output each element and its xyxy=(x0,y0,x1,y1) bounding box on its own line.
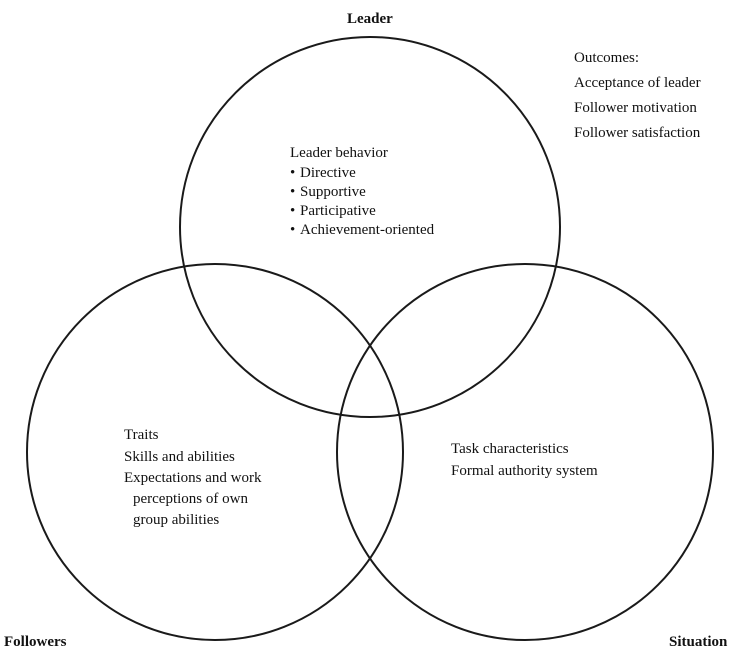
leader-behavior-title: Leader behavior xyxy=(290,145,388,161)
followers-block: Traits Skills and abilities Expectations… xyxy=(124,424,261,531)
follower-expectations-cont: group abilities xyxy=(133,512,220,528)
bullet-icon: • xyxy=(290,165,296,181)
situation-label: Situation xyxy=(669,634,728,650)
leader-behavior-list: •Directive •Supportive •Participative •A… xyxy=(290,164,434,240)
leader-behavior-block: Leader behavior •Directive •Supportive •… xyxy=(290,142,434,240)
list-item: •Directive xyxy=(290,164,434,183)
bullet-icon: • xyxy=(290,222,296,238)
bullet-icon: • xyxy=(290,203,296,219)
outcome-item: Acceptance of leader xyxy=(574,75,701,91)
behavior-participative: Participative xyxy=(300,203,376,219)
bullet-icon: • xyxy=(290,184,296,200)
outcome-item: Follower motivation xyxy=(574,100,697,116)
leader-label: Leader xyxy=(347,11,393,27)
behavior-directive: Directive xyxy=(300,165,356,181)
situation-task-characteristics: Task characteristics xyxy=(451,441,569,457)
follower-skills: Skills and abilities xyxy=(124,449,235,465)
situation-formal-authority: Formal authority system xyxy=(451,463,598,479)
behavior-achievement-oriented: Achievement-oriented xyxy=(300,222,435,238)
outcomes-block: Outcomes: Acceptance of leader Follower … xyxy=(574,46,701,146)
list-item: •Participative xyxy=(290,202,434,221)
follower-expectations-cont: perceptions of own xyxy=(133,491,248,507)
follower-expectations: Expectations and work xyxy=(124,470,262,486)
situation-block: Task characteristics Formal authority sy… xyxy=(451,438,598,482)
list-item: •Achievement-oriented xyxy=(290,221,434,240)
follower-traits: Traits xyxy=(124,427,159,443)
behavior-supportive: Supportive xyxy=(300,184,366,200)
leader-circle xyxy=(179,36,561,418)
followers-label: Followers xyxy=(4,634,67,650)
situation-circle xyxy=(336,263,714,641)
outcomes-title: Outcomes: xyxy=(574,50,639,66)
followers-circle xyxy=(26,263,404,641)
outcome-item: Follower satisfaction xyxy=(574,125,701,141)
list-item: •Supportive xyxy=(290,183,434,202)
